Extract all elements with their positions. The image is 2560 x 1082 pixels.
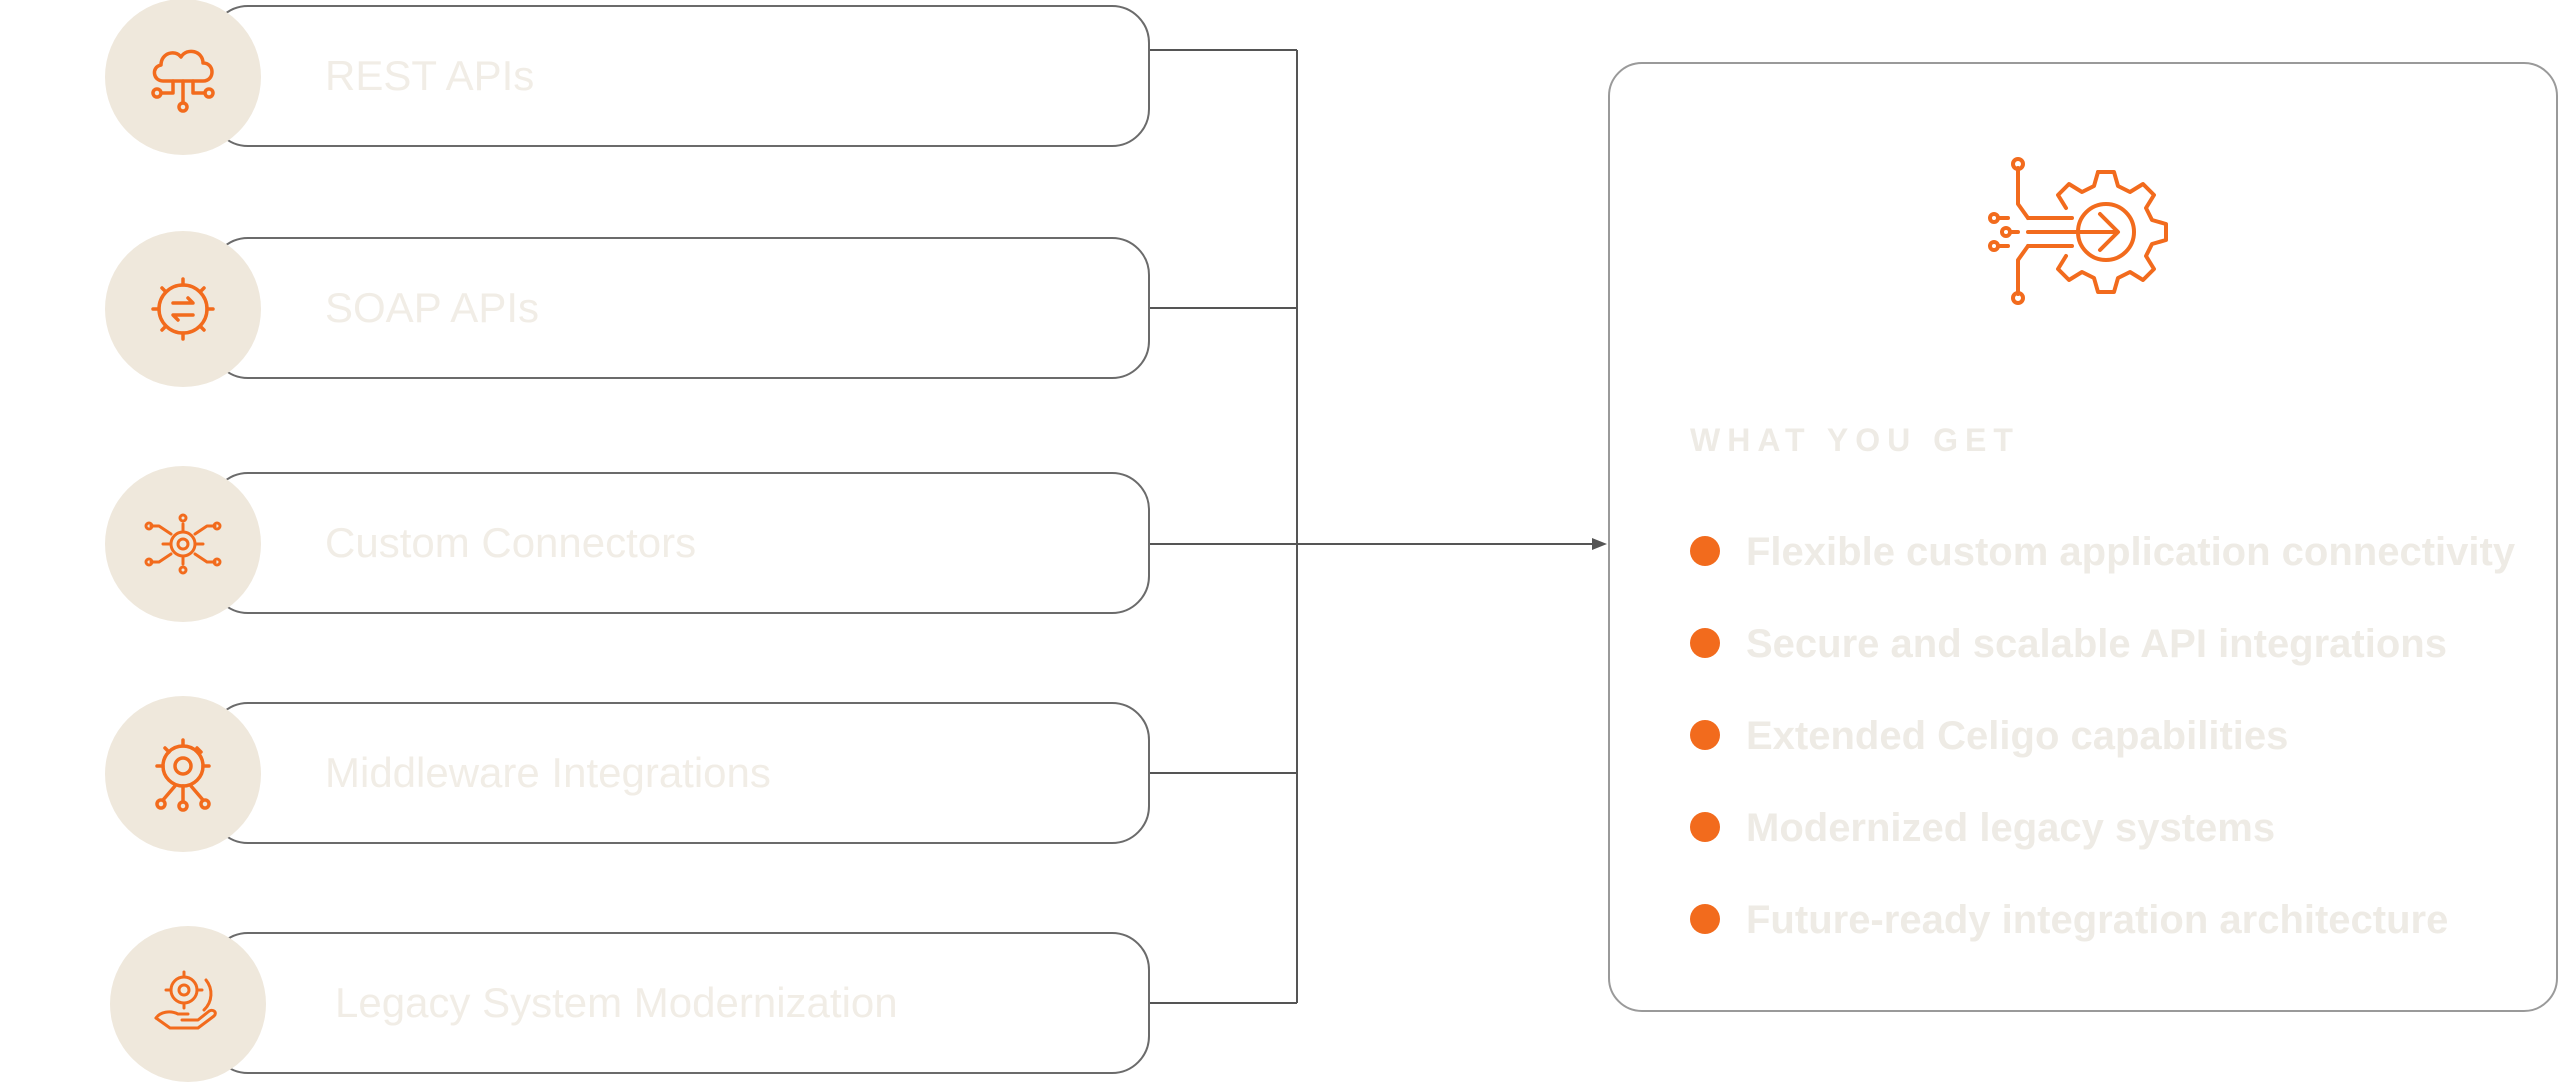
source-legacy-system-modernization[interactable]: Legacy System Modernization: [105, 926, 1150, 1082]
bullet-dot: [1690, 628, 1720, 658]
arrow-head: [1592, 538, 1607, 550]
source-pill: [210, 237, 1150, 379]
source-pill: [210, 5, 1150, 147]
gear-nodes-icon: [105, 696, 261, 852]
outcome-item-text: Modernized legacy systems: [1746, 806, 2276, 850]
outcome-heading: WHAT YOU GET: [1690, 422, 2020, 458]
chip-network-icon: [105, 466, 261, 622]
bullet-dot: [1690, 536, 1720, 566]
source-pill: [210, 932, 1150, 1074]
outcome-card: WHAT YOU GET Flexible custom application…: [1608, 62, 2558, 1012]
source-rest-apis[interactable]: REST APIs: [105, 0, 1150, 155]
source-pill: [210, 472, 1150, 614]
source-custom-connectors[interactable]: Custom Connectors: [105, 466, 1150, 622]
source-label: Middleware Integrations: [325, 749, 771, 796]
outcome-item-text: Secure and scalable API integrations: [1746, 622, 2447, 666]
source-label: REST APIs: [325, 52, 535, 99]
source-label: Legacy System Modernization: [335, 979, 898, 1026]
source-pill: [210, 702, 1150, 844]
hand-gear-icon: [110, 926, 266, 1082]
bullet-dot: [1690, 812, 1720, 842]
outcome-item-text: Extended Celigo capabilities: [1746, 714, 2289, 758]
gear-arrow-circuit-icon: [1988, 157, 2168, 305]
outcome-item-text: Flexible custom application connectivity: [1746, 530, 2516, 574]
bullet-dot: [1690, 904, 1720, 934]
bullet-dot: [1690, 720, 1720, 750]
cloud-network-icon: [105, 0, 261, 155]
source-label: SOAP APIs: [325, 284, 539, 331]
source-middleware-integrations[interactable]: Middleware Integrations: [105, 696, 1150, 852]
gear-exchange-icon: [105, 231, 261, 387]
source-soap-apis[interactable]: SOAP APIs: [105, 231, 1150, 387]
source-label: Custom Connectors: [325, 519, 697, 566]
outcome-item-text: Future-ready integration architecture: [1746, 898, 2449, 942]
